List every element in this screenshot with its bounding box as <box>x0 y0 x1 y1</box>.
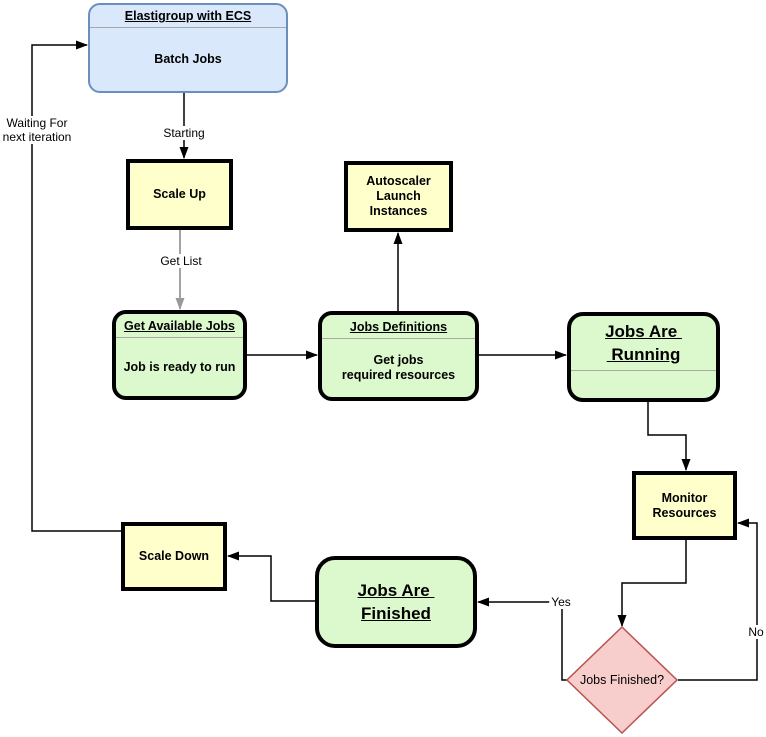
edge-label-yes: Yes <box>549 595 573 609</box>
node-elastigroup-batch-jobs[interactable]: Elastigroup with ECS Batch Jobs <box>88 3 288 93</box>
node-label: Monitor Resources <box>652 490 717 520</box>
node-jobs-are-finished[interactable]: Jobs Are Finished <box>315 556 477 648</box>
node-title: Jobs Are Finished <box>357 581 431 623</box>
edge-no <box>678 518 758 681</box>
diamond-shape <box>565 625 679 735</box>
node-label: Scale Down <box>138 549 210 563</box>
edge-label-starting: Starting <box>161 126 207 140</box>
node-jobs-definitions[interactable]: Jobs Definitions Get jobs required resou… <box>318 311 479 401</box>
node-scale-down[interactable]: Scale Down <box>121 522 227 591</box>
node-autoscaler-launch-instances[interactable]: Autoscaler Launch Instances <box>344 161 453 232</box>
node-body-text: Batch Jobs <box>154 52 222 66</box>
node-get-available-jobs[interactable]: Get Available Jobs Job is ready to run <box>112 310 247 400</box>
edge-label-get-list: Get List <box>158 254 204 268</box>
node-title: Jobs Are Running <box>605 322 681 364</box>
edge-waiting-loop <box>31 40 121 532</box>
node-title: Get Available Jobs <box>116 314 243 338</box>
decision-label: Jobs Finished? <box>579 673 665 687</box>
node-label: Autoscaler Launch Instances <box>366 174 431 218</box>
node-body-text: Job is ready to run <box>123 359 236 374</box>
node-jobs-finished-decision[interactable]: Jobs Finished? <box>565 625 679 735</box>
node-title: Elastigroup with ECS <box>90 5 286 28</box>
edge-label-no: No <box>746 625 766 639</box>
node-body-text: Get jobs required resources <box>341 353 456 382</box>
edge-monitor-to-decision <box>617 540 687 627</box>
node-monitor-resources[interactable]: Monitor Resources <box>632 471 737 540</box>
edge-yes <box>477 597 567 681</box>
node-jobs-are-running[interactable]: Jobs Are Running <box>567 312 720 402</box>
node-label: Scale Up <box>153 187 206 201</box>
node-title: Jobs Definitions <box>322 315 475 339</box>
node-scale-up[interactable]: Scale Up <box>126 159 233 230</box>
node-body-empty <box>571 371 716 398</box>
edge-label-waiting: Waiting For next iteration <box>0 116 74 144</box>
edge-running-to-monitor <box>647 402 691 471</box>
node-title-wrap: Jobs Are Running <box>571 316 716 371</box>
edge-finished-to-scaledown <box>227 551 315 602</box>
